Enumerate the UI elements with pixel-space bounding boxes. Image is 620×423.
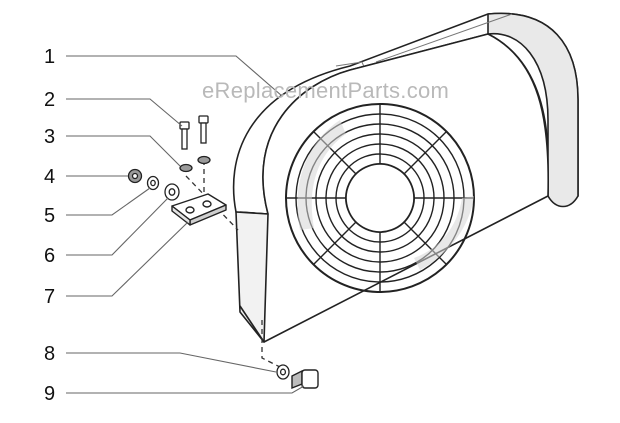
grille-shading bbox=[297, 120, 474, 270]
callout-6: 6 bbox=[44, 245, 55, 267]
callout-7: 7 bbox=[44, 286, 55, 308]
lock-nuts bbox=[179, 155, 211, 173]
nut bbox=[127, 168, 143, 184]
callout-5: 5 bbox=[44, 205, 55, 227]
leader-8 bbox=[66, 352, 277, 373]
housing-side-wall bbox=[235, 211, 269, 343]
callout-2: 2 bbox=[44, 89, 55, 111]
leader-6 bbox=[66, 197, 169, 256]
leader-7 bbox=[66, 221, 189, 297]
watermark-text: eReplacementParts.com bbox=[202, 78, 449, 103]
callout-9: 9 bbox=[44, 383, 55, 405]
leader-9 bbox=[66, 385, 305, 394]
leader-3 bbox=[66, 135, 181, 167]
callout-numbers: 1 2 3 4 5 6 7 8 9 bbox=[44, 46, 55, 405]
leader-1 bbox=[66, 55, 283, 97]
leader-2 bbox=[66, 98, 183, 127]
flat-washer bbox=[164, 183, 180, 201]
leader-5 bbox=[66, 187, 151, 216]
leader-lines bbox=[66, 55, 305, 394]
lower-washer bbox=[276, 364, 290, 380]
callout-4: 4 bbox=[44, 166, 55, 188]
mounting-bracket bbox=[171, 193, 227, 226]
callout-3: 3 bbox=[44, 126, 55, 148]
housing-rim bbox=[487, 12, 579, 208]
callout-1: 1 bbox=[44, 46, 55, 68]
screws bbox=[179, 115, 209, 150]
callout-8: 8 bbox=[44, 343, 55, 365]
lock-washer bbox=[146, 175, 160, 191]
knob-screw bbox=[291, 369, 319, 390]
